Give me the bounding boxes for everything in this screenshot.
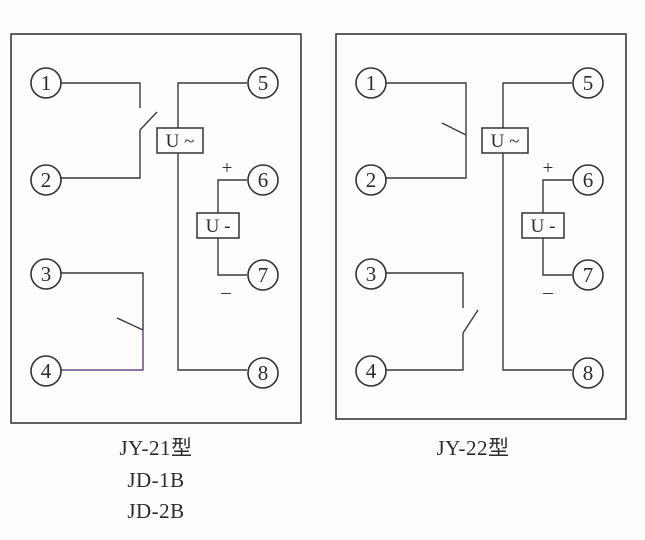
wire-5 — [502, 82, 572, 128]
terminal-4: 4 — [355, 355, 387, 387]
svg-text:2: 2 — [41, 168, 52, 192]
plus-sign: + — [543, 158, 554, 179]
wire-2 — [385, 135, 467, 179]
wire-2 — [59, 130, 141, 179]
terminal-3: 3 — [355, 258, 387, 290]
svg-text:5: 5 — [258, 71, 269, 95]
wire-3 — [385, 272, 464, 308]
caption-line-2: JD-1B — [127, 468, 184, 492]
wire-1 — [385, 82, 467, 135]
ac-coil-label: U ~ — [166, 131, 195, 152]
svg-text:8: 8 — [583, 361, 594, 385]
terminal-6: 6 — [247, 164, 279, 196]
dc-coil-box — [196, 212, 240, 239]
dc-coil-label: U - — [531, 216, 556, 237]
minus-sign: – — [542, 282, 553, 303]
caption-line-1: JY-22型 — [436, 436, 509, 460]
caption-line-3: JD-2B — [127, 499, 184, 523]
terminal-4: 4 — [30, 355, 62, 387]
minus-sign: – — [220, 282, 231, 303]
svg-text:5: 5 — [583, 71, 594, 95]
svg-text:7: 7 — [258, 263, 269, 287]
plus-sign: + — [222, 158, 233, 179]
terminal-8: 8 — [572, 357, 604, 389]
terminal-6: 6 — [572, 164, 604, 196]
wire-6 — [542, 179, 572, 213]
svg-text:4: 4 — [366, 359, 377, 383]
terminal-7: 7 — [247, 259, 279, 291]
terminal-5: 5 — [247, 67, 279, 99]
svg-text:1: 1 — [366, 71, 377, 95]
svg-text:3: 3 — [366, 262, 377, 286]
svg-text:7: 7 — [583, 263, 594, 287]
diagram-jy22: U ~ U - + – 1 2 3 4 5 6 — [335, 33, 627, 460]
wire-7 — [542, 238, 572, 276]
terminal-1: 1 — [355, 67, 387, 99]
terminal-3: 3 — [30, 258, 62, 290]
wire-5 — [177, 82, 247, 128]
ac-coil-label: U ~ — [491, 131, 520, 152]
contact-blade-3-4 — [116, 317, 144, 331]
ac-coil-box — [156, 127, 204, 154]
wire-8 — [177, 153, 247, 371]
dc-coil-label: U - — [206, 216, 231, 237]
wire-4 — [385, 333, 464, 371]
diagram-frame — [335, 33, 627, 420]
terminal-1: 1 — [30, 67, 62, 99]
contact-blade-1-2 — [441, 122, 467, 136]
svg-text:2: 2 — [366, 168, 377, 192]
terminal-7: 7 — [572, 259, 604, 291]
svg-text:4: 4 — [41, 359, 52, 383]
wire-7 — [217, 238, 247, 276]
terminal-5: 5 — [572, 67, 604, 99]
wire-3 — [59, 272, 144, 330]
svg-text:3: 3 — [41, 262, 52, 286]
svg-text:1: 1 — [41, 71, 52, 95]
wire-8 — [502, 153, 572, 371]
terminal-2: 2 — [30, 164, 62, 196]
svg-text:8: 8 — [258, 361, 269, 385]
dc-coil-box — [521, 212, 565, 239]
ac-coil-box — [481, 127, 529, 154]
caption-line-1: JY-21型 — [119, 436, 192, 460]
svg-text:6: 6 — [258, 168, 269, 192]
svg-text:6: 6 — [583, 168, 594, 192]
wire-1 — [59, 82, 141, 108]
contact-blade-3-4 — [462, 309, 479, 334]
contact-blade-1-2 — [139, 111, 158, 131]
diagram-jy21: U ~ U - + – 1 2 3 4 5 6 — [10, 33, 302, 523]
terminal-8: 8 — [247, 357, 279, 389]
diagram-frame — [10, 33, 302, 424]
wire-4 — [59, 330, 144, 371]
terminal-2: 2 — [355, 164, 387, 196]
wire-6 — [217, 179, 247, 213]
